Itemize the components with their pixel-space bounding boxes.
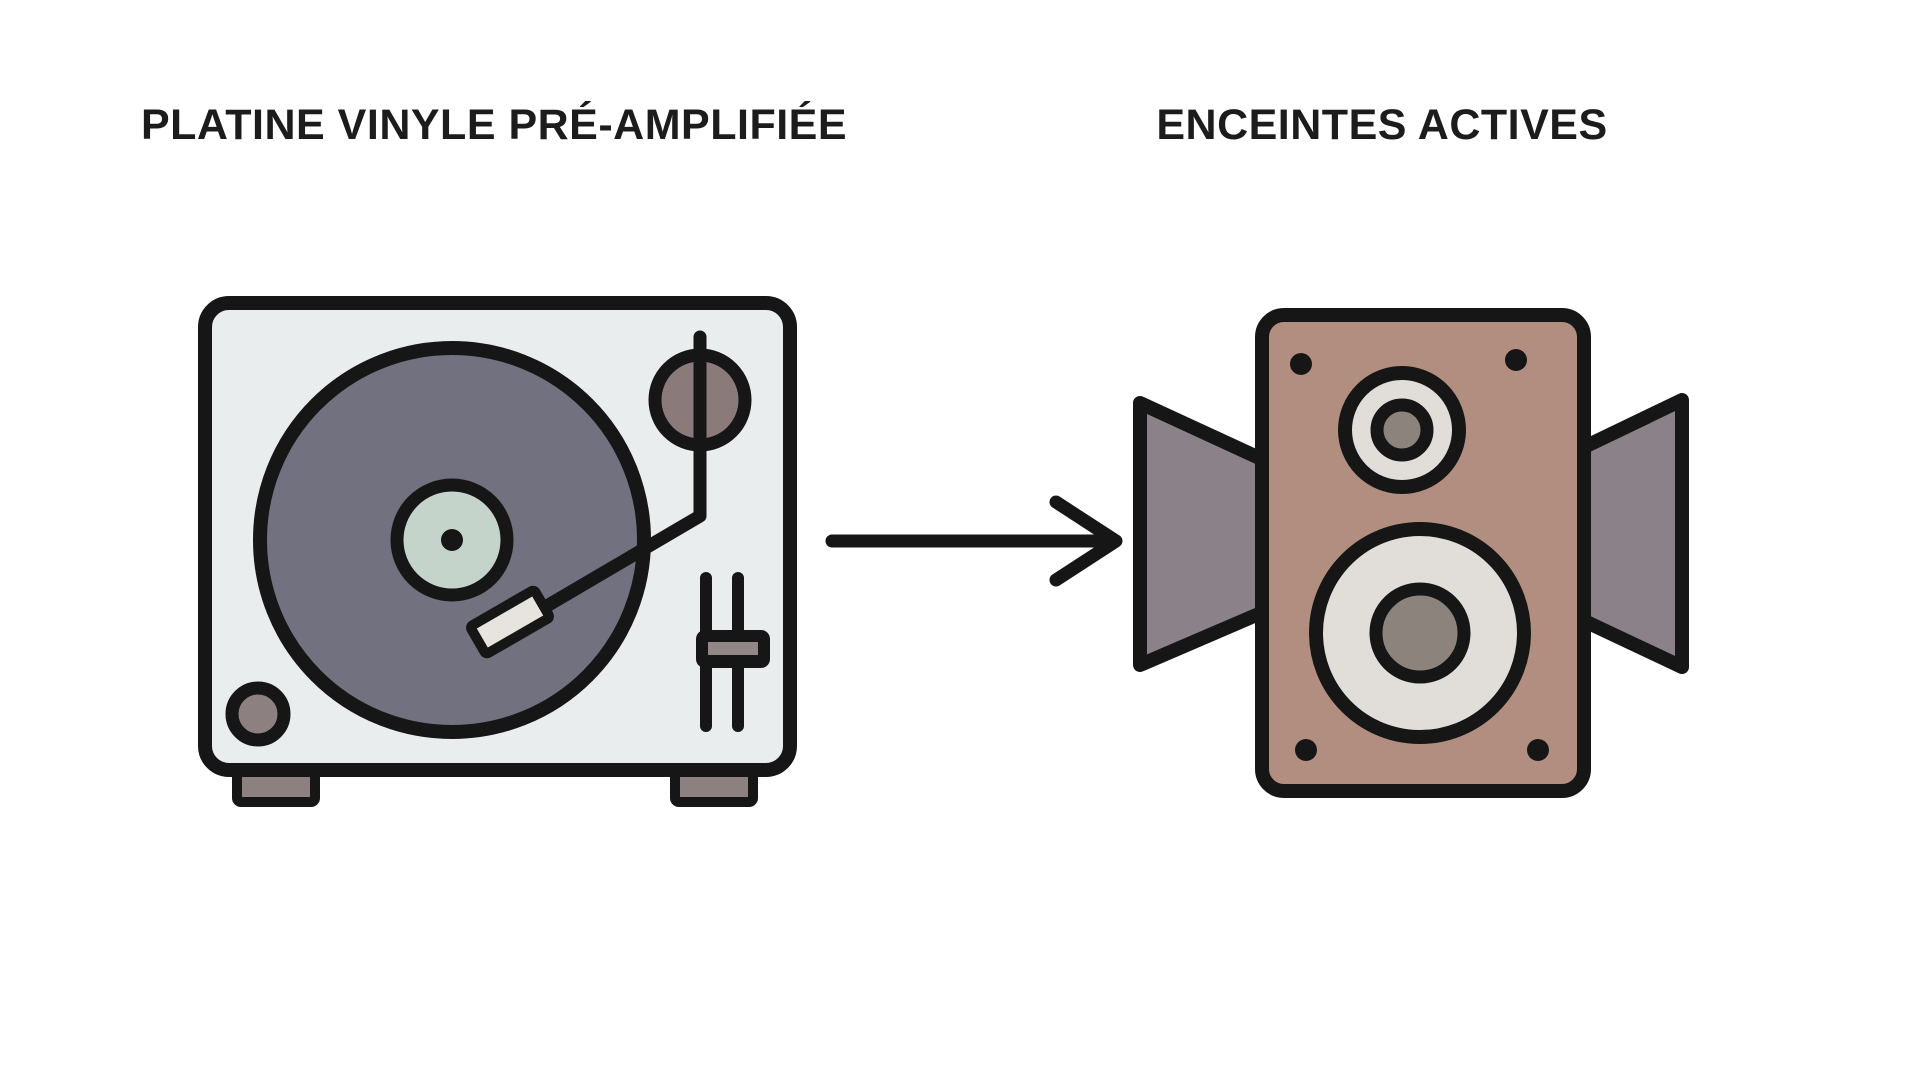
screw-bottom-left	[1295, 739, 1317, 761]
screw-top-left	[1290, 353, 1312, 375]
turntable-label: PLATINE VINYLE PRÉ-AMPLIFIÉE	[140, 101, 848, 149]
record-spindle	[441, 529, 463, 551]
tonearm	[482, 330, 707, 647]
screw-top-right	[1505, 349, 1527, 371]
sound-wave-right	[1571, 393, 1689, 674]
turntable-icon	[198, 296, 797, 807]
sound-wave-left	[1133, 396, 1275, 672]
power-button-icon	[225, 681, 291, 747]
speakers-label: ENCEINTES ACTIVES	[1156, 101, 1608, 149]
tweeter-dome	[1370, 398, 1434, 462]
screw-bottom-right	[1527, 739, 1549, 761]
tonearm-cartridge	[466, 585, 554, 659]
pitch-fader-icon	[696, 572, 770, 732]
arrow-right-icon	[825, 495, 1123, 587]
speaker-icon	[1133, 308, 1689, 798]
woofer-dome	[1369, 582, 1471, 684]
